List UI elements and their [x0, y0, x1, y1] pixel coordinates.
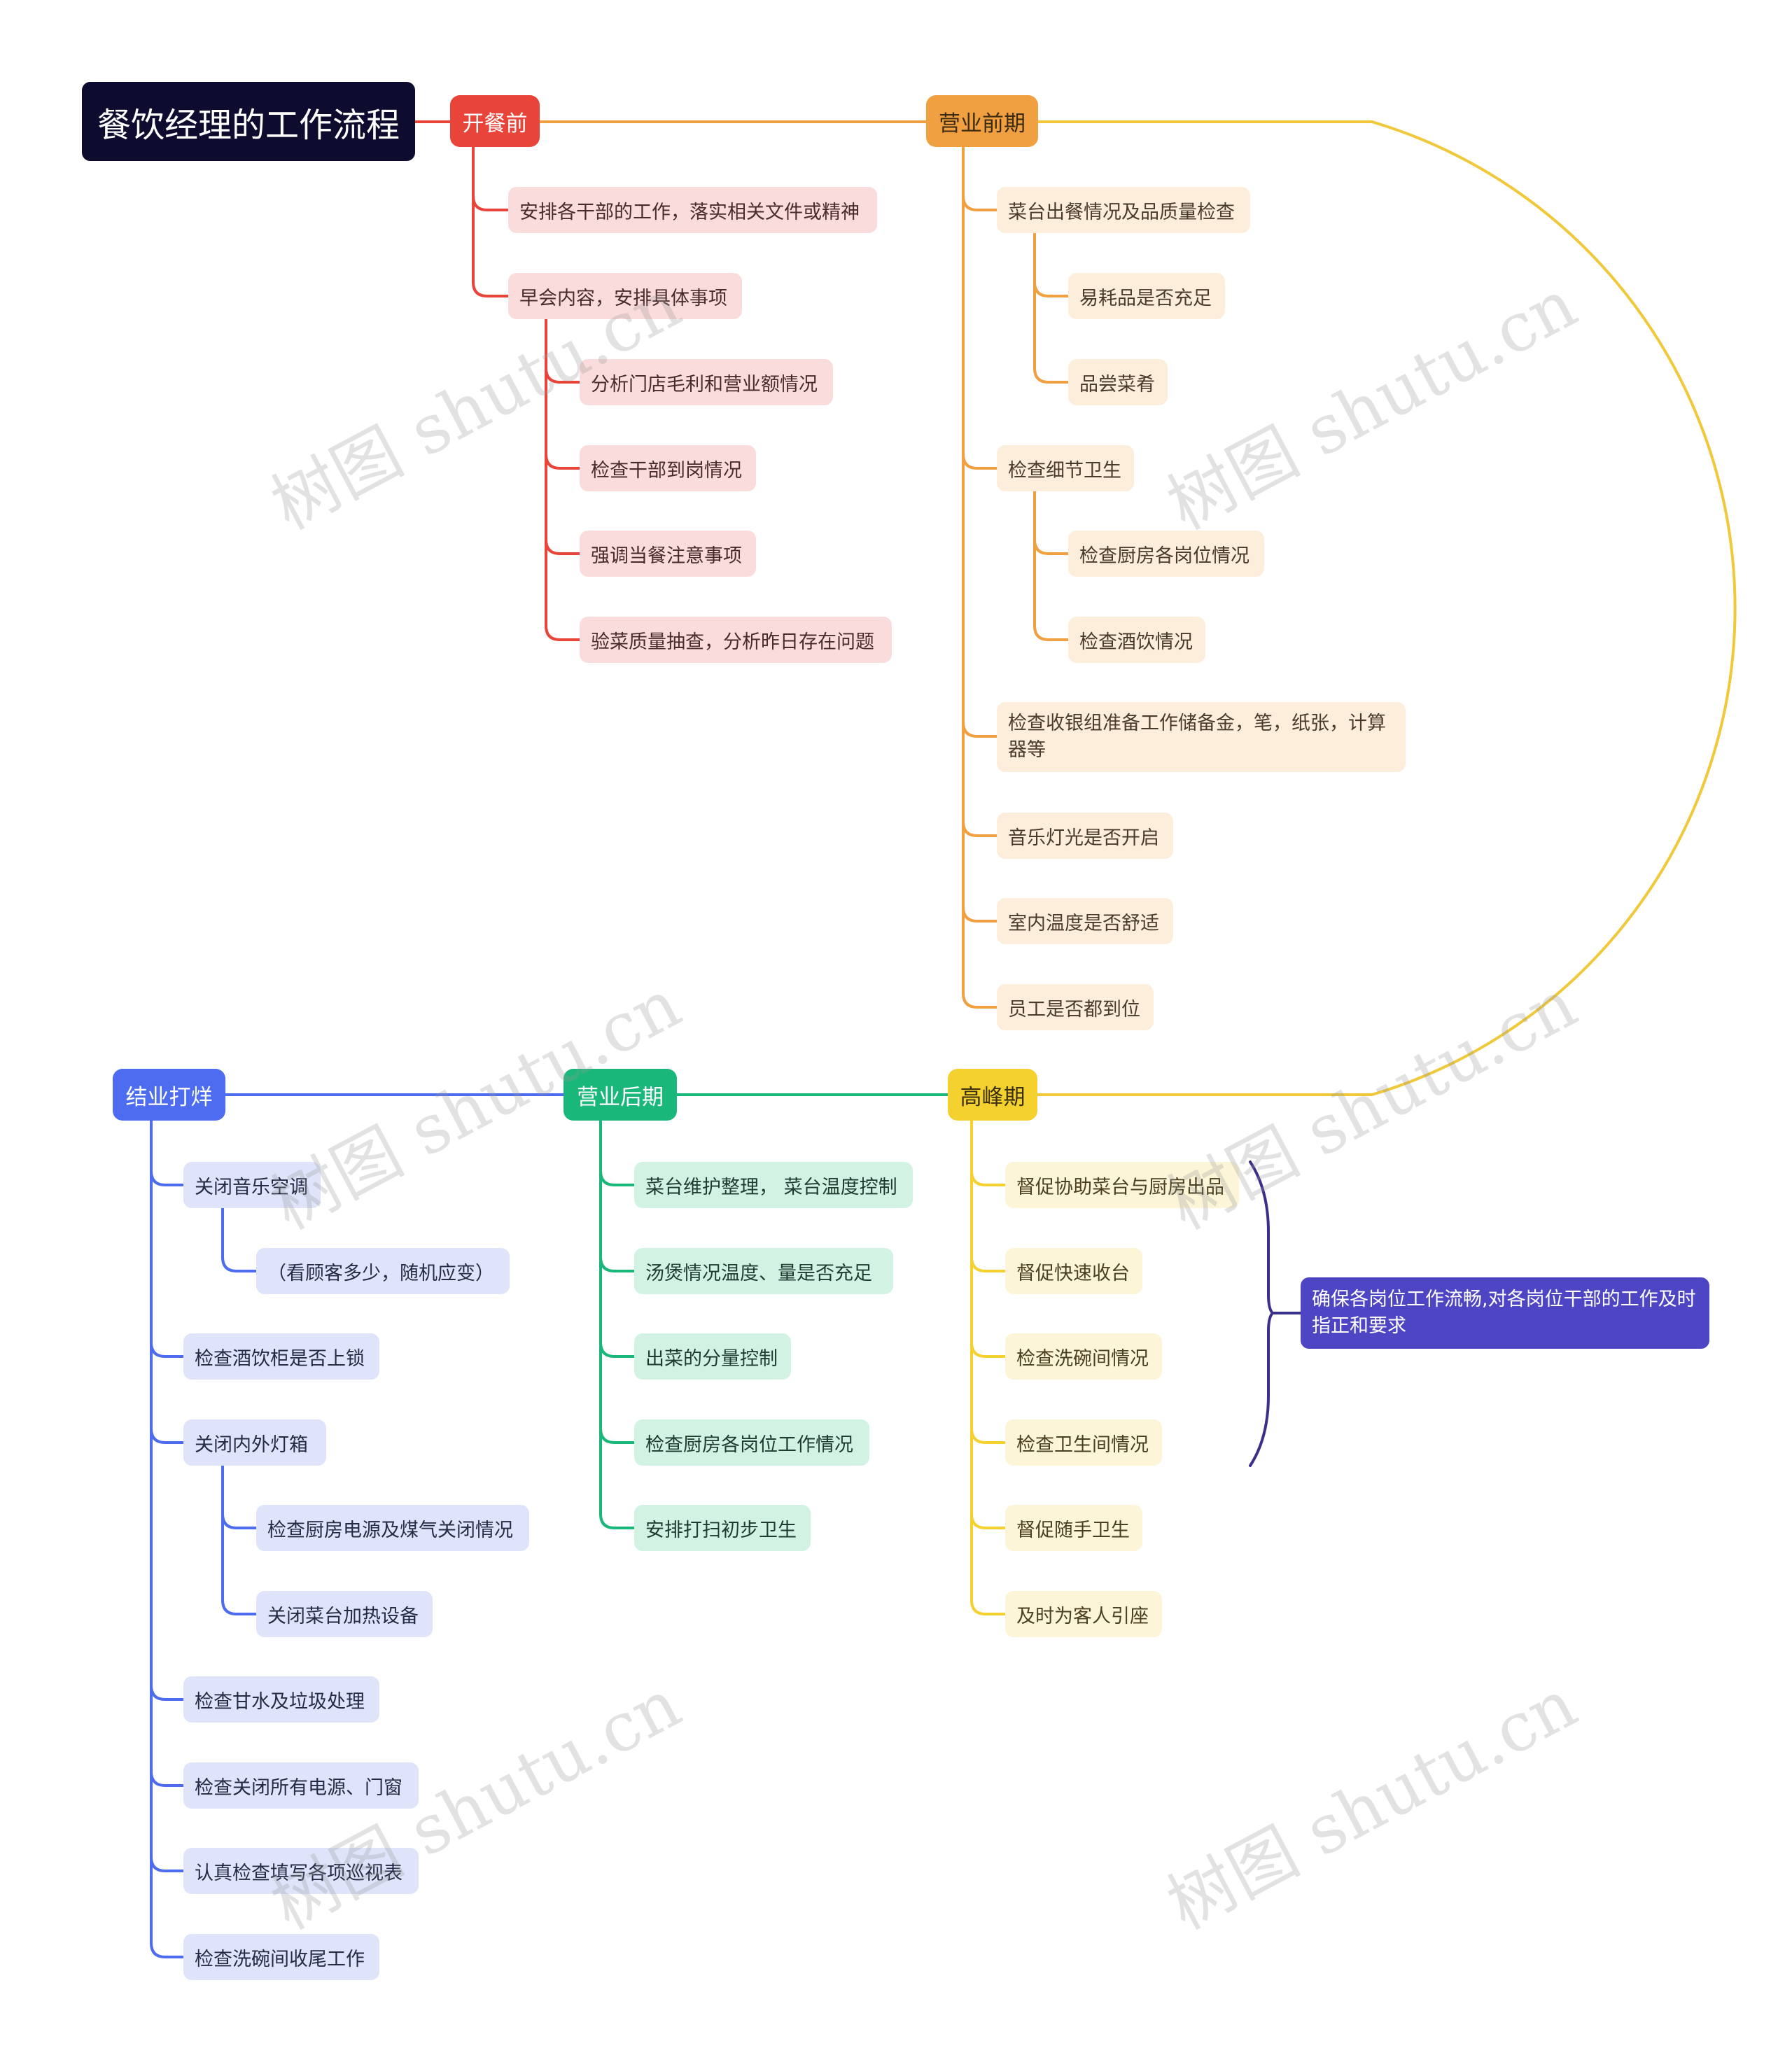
houqi-item-3[interactable]: 出菜的分量控制 [634, 1333, 791, 1380]
jieye-item-8[interactable]: 检查关闭所有电源、门窗 [183, 1762, 419, 1809]
gaofeng-item-3[interactable]: 检查洗碗间情况 [1005, 1333, 1162, 1380]
jieye-item-7[interactable]: 检查甘水及垃圾处理 [183, 1676, 379, 1723]
houqi-item-2[interactable]: 汤煲情况温度、量是否充足 [634, 1248, 893, 1294]
jieye-item-2[interactable]: （看顾客多少，随机应变） [256, 1248, 510, 1294]
kaican-item-1[interactable]: 安排各干部的工作，落实相关文件或精神 [508, 187, 877, 233]
root-title[interactable]: 餐饮经理的工作流程 [82, 82, 415, 161]
qianqi-item-6[interactable]: 检查酒饮情况 [1068, 617, 1205, 663]
jieye-item-4[interactable]: 关闭内外灯箱 [183, 1419, 326, 1466]
kaican-item-3[interactable]: 分析门店毛利和营业额情况 [580, 359, 833, 405]
qianqi-item-3[interactable]: 品尝菜肴 [1068, 359, 1168, 405]
kaican-item-5[interactable]: 强调当餐注意事项 [580, 531, 756, 577]
gaofeng-summary[interactable]: 确保各岗位工作流畅,对各岗位干部的工作及时指正和要求 [1301, 1277, 1709, 1349]
gaofeng-item-2[interactable]: 督促快速收台 [1005, 1248, 1142, 1294]
branch-qianqi[interactable]: 营业前期 [926, 95, 1038, 147]
qianqi-item-2[interactable]: 易耗品是否充足 [1068, 273, 1225, 319]
jieye-item-10[interactable]: 检查洗碗间收尾工作 [183, 1934, 379, 1980]
kaican-item-6[interactable]: 验菜质量抽查，分析昨日存在问题 [580, 617, 892, 663]
jieye-item-9[interactable]: 认真检查填写各项巡视表 [183, 1848, 419, 1894]
qianqi-item-9[interactable]: 室内温度是否舒适 [997, 898, 1173, 944]
gaofeng-item-5[interactable]: 督促随手卫生 [1005, 1505, 1142, 1551]
houqi-item-4[interactable]: 检查厨房各岗位工作情况 [634, 1419, 869, 1466]
kaican-item-2[interactable]: 早会内容，安排具体事项 [508, 273, 742, 319]
jieye-item-3[interactable]: 检查酒饮柜是否上锁 [183, 1333, 379, 1380]
qianqi-item-7[interactable]: 检查收银组准备工作储备金，笔，纸张，计算器等 [997, 702, 1406, 772]
gaofeng-item-4[interactable]: 检查卫生间情况 [1005, 1419, 1162, 1466]
branch-houqi[interactable]: 营业后期 [564, 1069, 677, 1121]
branch-kaican[interactable]: 开餐前 [450, 95, 540, 147]
gaofeng-item-1[interactable]: 督促协助菜台与厨房出品 [1005, 1162, 1239, 1208]
qianqi-item-5[interactable]: 检查厨房各岗位情况 [1068, 531, 1264, 577]
branch-gaofeng[interactable]: 高峰期 [948, 1069, 1037, 1121]
qianqi-item-4[interactable]: 检查细节卫生 [997, 445, 1134, 491]
qianqi-item-1[interactable]: 菜台出餐情况及品质量检查 [997, 187, 1250, 233]
qianqi-item-8[interactable]: 音乐灯光是否开启 [997, 813, 1173, 859]
branch-jieye[interactable]: 结业打烊 [113, 1069, 225, 1121]
gaofeng-item-6[interactable]: 及时为客人引座 [1005, 1591, 1162, 1637]
qianqi-item-10[interactable]: 员工是否都到位 [997, 984, 1154, 1030]
jieye-item-6[interactable]: 关闭菜台加热设备 [256, 1591, 433, 1637]
jieye-item-1[interactable]: 关闭音乐空调 [183, 1162, 321, 1208]
jieye-item-5[interactable]: 检查厨房电源及煤气关闭情况 [256, 1505, 529, 1551]
houqi-item-5[interactable]: 安排打扫初步卫生 [634, 1505, 811, 1551]
houqi-item-1[interactable]: 菜台维护整理， 菜台温度控制 [634, 1162, 913, 1208]
kaican-item-4[interactable]: 检查干部到岗情况 [580, 445, 756, 491]
